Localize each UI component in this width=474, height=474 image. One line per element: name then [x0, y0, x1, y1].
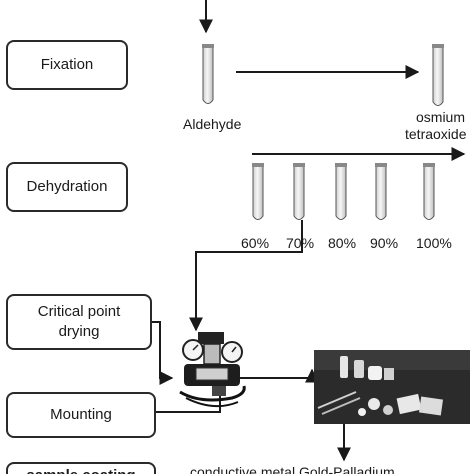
- test-tube-icon: [432, 44, 444, 106]
- mounting-tools-photo: [314, 350, 470, 424]
- step-dehydration: Dehydration: [6, 162, 128, 212]
- arrow-to-mounting-photo: [256, 368, 319, 383]
- test-tube-icon: [252, 163, 264, 220]
- connector-critical-point: [152, 321, 174, 385]
- test-tube-icon: [375, 163, 387, 220]
- test-tube-icon: [423, 163, 435, 220]
- step-critical-point-label-1: Critical point: [37, 303, 121, 320]
- step-dehydration-label: Dehydration: [26, 178, 108, 195]
- connector-dehydration-to-dryer: [189, 220, 303, 332]
- coating-material-label: conductive metal Gold-Palladium: [190, 464, 395, 474]
- ethanol-90-label: 90%: [370, 235, 399, 251]
- step-mounting: Mounting: [6, 392, 156, 438]
- test-tube-icon: [335, 163, 347, 220]
- ethanol-70-label: 70%: [286, 235, 315, 251]
- step-critical-point-label-2: drying: [58, 323, 100, 340]
- step-mounting-label: Mounting: [50, 406, 112, 423]
- critical-point-dryer-icon: [179, 332, 246, 408]
- ethanol-80-label: 80%: [328, 235, 357, 251]
- step-sample-coating: sample coating: [6, 462, 156, 474]
- test-tube-icon: [202, 44, 214, 104]
- step-fixation: Fixation: [6, 40, 128, 90]
- step-sample-coating-label: sample coating: [26, 466, 135, 474]
- step-critical-point-drying: Critical point drying: [6, 294, 152, 350]
- reagent-osmium-label-1: osmium: [416, 109, 466, 125]
- step-fixation-label: Fixation: [40, 56, 94, 73]
- reagent-aldehyde-label: Aldehyde: [183, 116, 242, 132]
- ethanol-100-label: 100%: [416, 235, 452, 251]
- test-tube-icon: [293, 163, 305, 220]
- reagent-osmium-label-2: tetraoxide: [405, 126, 467, 142]
- ethanol-60-label: 60%: [241, 235, 270, 251]
